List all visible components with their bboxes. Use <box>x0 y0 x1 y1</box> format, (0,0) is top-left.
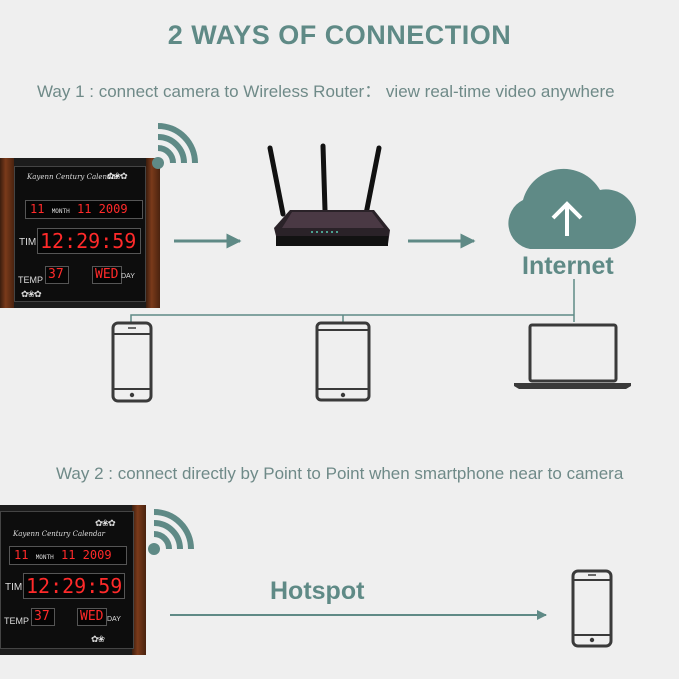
clock-date-display: 11 MONTH 11 2009 <box>9 546 127 565</box>
clock-ornament: ✿❀✿ <box>107 171 128 181</box>
clock-day-label: DAY <box>107 616 121 623</box>
camera-clock-1: Kayenn Century Calendar ✿❀✿ 11 MONTH 11 … <box>0 158 160 308</box>
clock-date-year: 2009 <box>82 548 112 562</box>
smartphone-icon <box>111 321 153 403</box>
clock-date-month: 11 <box>60 548 76 562</box>
clock-time-display: 12:29:59 <box>37 228 141 254</box>
clock-date-day: 11 <box>30 202 45 216</box>
clock-date-day: 11 <box>14 548 29 562</box>
clock-date-year: 2009 <box>98 202 128 216</box>
clock-date-month-label: MONTH <box>35 554 54 561</box>
clock-ornament-bottom: ✿❀✿ <box>21 289 42 299</box>
clock-day-display: WED <box>92 266 122 284</box>
clock-date-month: 11 <box>76 202 92 216</box>
tablet-icon <box>315 321 371 402</box>
wifi-icon <box>152 123 198 169</box>
clock-brand: Kayenn Century Calendar <box>27 173 120 181</box>
clock-ornament: ✿❀✿ <box>95 518 116 528</box>
camera-clock-2: Kayenn Century Calendar ✿❀✿ 11 MONTH 11 … <box>0 505 146 655</box>
clock-temp-display: 37 <box>31 608 55 626</box>
clock-time-label: TIME <box>5 582 29 593</box>
network-lines <box>130 279 575 322</box>
hotspot-label: Hotspot <box>270 577 365 605</box>
way1-caption: Way 1 : connect camera to Wireless Route… <box>37 82 615 101</box>
clock-date-month-label: MONTH <box>51 208 70 215</box>
router-icon <box>267 143 390 246</box>
way2-caption: Way 2 : connect directly by Point to Poi… <box>56 464 624 483</box>
cloud-upload-icon <box>508 168 637 249</box>
clock-temp-label: TEMP <box>4 616 30 626</box>
clock-ornament-bottom: ✿❀ <box>91 634 105 644</box>
wifi-icon <box>148 509 194 555</box>
clock-day-display: WED <box>77 608 107 626</box>
clock-temp-label: TEMP <box>18 275 44 285</box>
clock-day-label: DAY <box>121 273 135 280</box>
clock-date-display: 11 MONTH 11 2009 <box>25 200 143 219</box>
clock-time-display: 12:29:59 <box>23 573 125 599</box>
page-title: 2 WAYS OF CONNECTION <box>167 20 512 50</box>
clock-temp-display: 37 <box>45 266 69 284</box>
laptop-icon <box>514 323 631 389</box>
clock-time-label: TIME <box>19 237 43 248</box>
clock-brand: Kayenn Century Calendar <box>13 530 106 538</box>
internet-label: Internet <box>522 252 614 280</box>
smartphone-icon <box>571 569 613 648</box>
